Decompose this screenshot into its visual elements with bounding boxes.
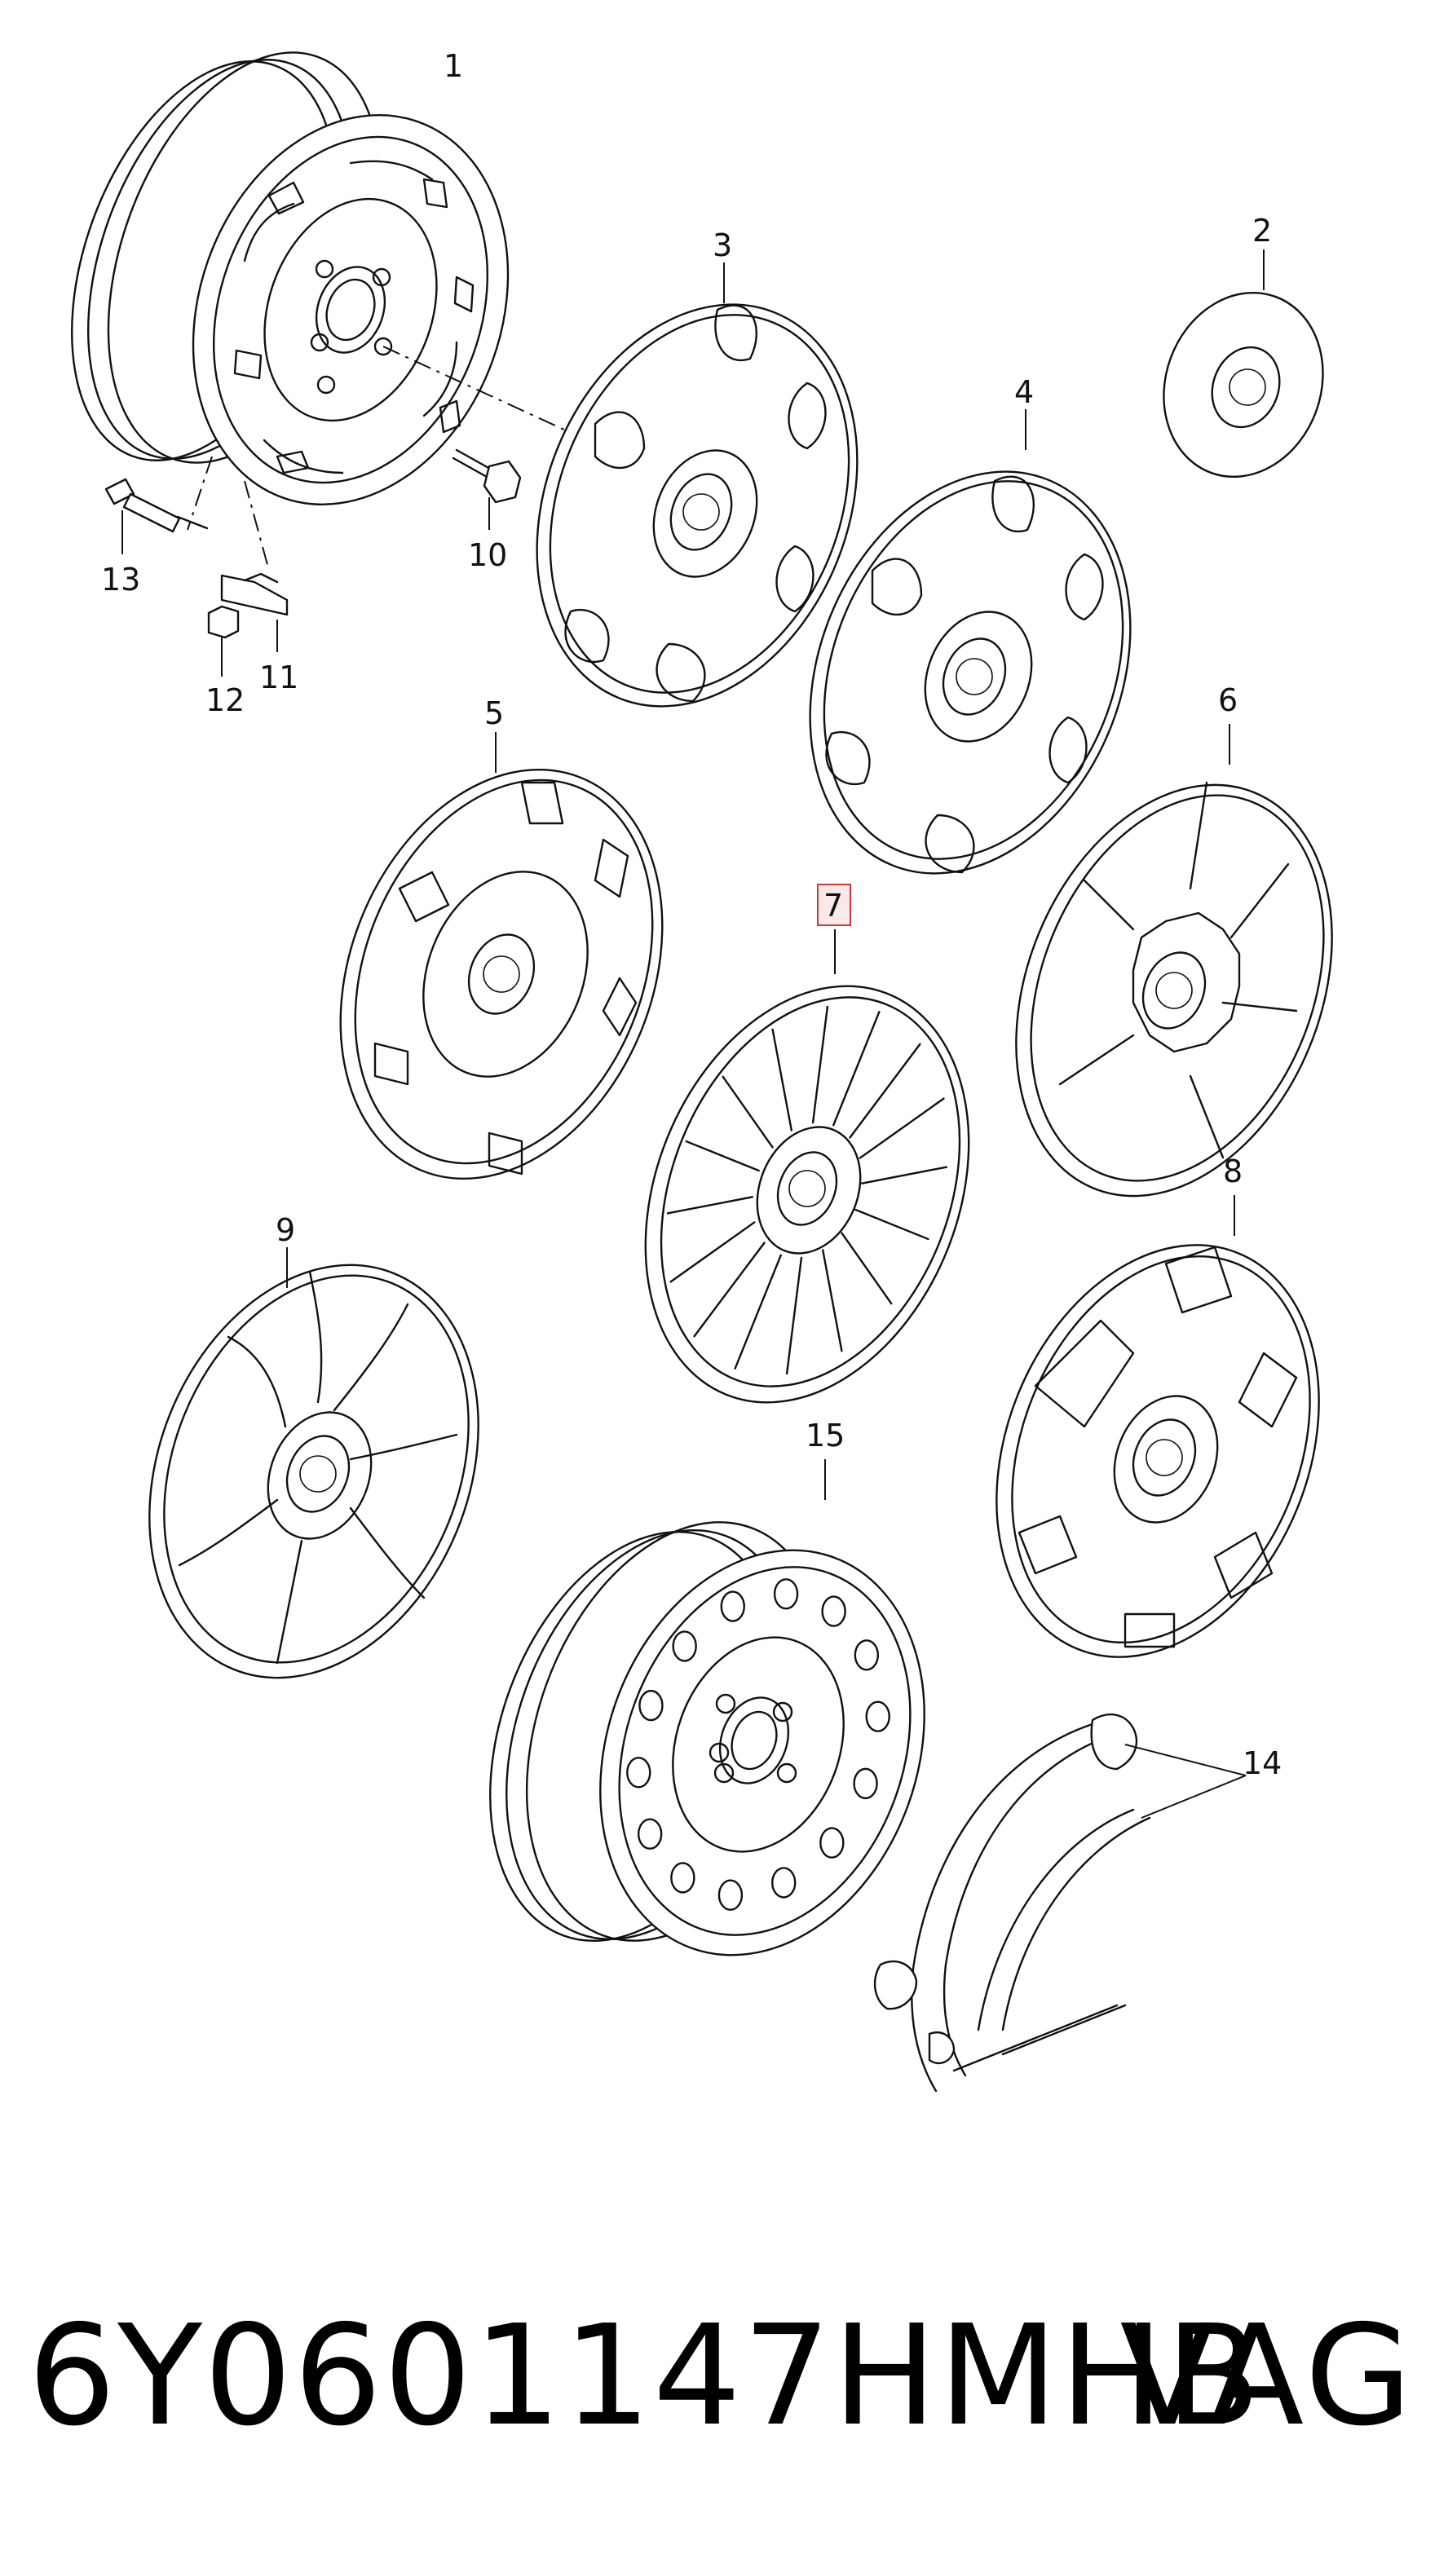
wheel-cover-8 <box>996 1195 1320 1658</box>
callout-4: 4 <box>1014 374 1034 410</box>
cover-7-spoke <box>854 1208 929 1241</box>
sensor-nut-12 <box>207 605 240 677</box>
wheel-cover-3 <box>536 262 859 708</box>
wheel-cover-6 <box>1015 724 1333 1198</box>
callout-13: 13 <box>101 562 140 598</box>
exploded-parts-diagram: 1 2 3 4 5 6 7 8 9 10 11 12 13 14 15 <box>71 48 1333 2093</box>
wheel-15-vent-hole <box>637 1818 663 1850</box>
cover-7-spoke <box>669 1221 756 1283</box>
cover-7-spoke <box>771 1028 793 1131</box>
callout-9: 9 <box>276 1212 295 1248</box>
callout-11: 11 <box>259 659 298 695</box>
tire-valve-13 <box>104 478 209 554</box>
wheel-15-vent-hole <box>771 1867 797 1899</box>
cover-7-spoke <box>722 1075 774 1149</box>
retaining-clip-14 <box>873 1714 1247 2093</box>
callout-7-highlight <box>817 884 851 926</box>
cover-7-spoke <box>734 1254 782 1370</box>
footer: 6Y0601147HMHB VAG <box>0 2274 1448 2478</box>
cover-7-spoke <box>693 1242 766 1338</box>
callout-10: 10 <box>468 537 507 573</box>
cover-7-spoke <box>785 1256 803 1375</box>
cover-7-spoke <box>685 1140 760 1172</box>
wheel-15-vent-hole <box>720 1590 745 1622</box>
center-cap-2 <box>1163 249 1324 479</box>
cover-7-spoke <box>841 1232 893 1305</box>
wheel-cover-7 <box>644 929 970 1404</box>
cover-7-spoke <box>859 1097 945 1159</box>
callout-3: 3 <box>713 227 732 263</box>
wheel-cover-9 <box>148 1247 479 1679</box>
cover-7-spoke <box>849 1043 921 1139</box>
part-number: 6Y0601147HMHB <box>28 2296 1263 2457</box>
callout-15: 15 <box>806 1418 845 1453</box>
wheel-15-vent-hole <box>670 1862 695 1894</box>
wheel-15-vent-hole <box>626 1757 651 1789</box>
pressure-sensor-11 <box>220 572 289 652</box>
wheel-15-vent-hole <box>819 1827 845 1859</box>
wheel-15-vent-hole <box>672 1630 697 1662</box>
cover-7-spoke <box>811 1005 829 1124</box>
steel-wheel-1 <box>71 51 588 571</box>
callout-5: 5 <box>484 695 504 731</box>
wheel-15-vent-hole <box>854 1639 880 1671</box>
wheel-15-vent-hole <box>638 1689 664 1722</box>
wheel-bolt-10 <box>452 448 522 530</box>
callout-8: 8 <box>1223 1153 1243 1189</box>
wheel-cover-4 <box>809 409 1132 875</box>
callout-6: 6 <box>1218 682 1238 718</box>
wheel-15-vent-hole <box>717 1879 744 1911</box>
cover-7-spoke <box>832 1010 881 1127</box>
callout-1: 1 <box>444 48 463 84</box>
callout-12: 12 <box>205 682 245 718</box>
callout-2: 2 <box>1252 213 1272 249</box>
steel-wheel-15 <box>489 1459 925 1956</box>
cover-7-spoke <box>860 1166 948 1184</box>
wheel-15-vent-hole <box>773 1578 799 1610</box>
cover-7-spoke <box>821 1249 843 1352</box>
wheel-cover-5 <box>339 732 664 1180</box>
cover-7-spoke <box>666 1196 754 1215</box>
callout-7: 7 <box>823 888 843 924</box>
callout-14: 14 <box>1243 1745 1282 1781</box>
manufacturer: VAG <box>1119 2296 1415 2457</box>
wheel-15-vent-hole <box>853 1767 878 1800</box>
wheel-15-vent-hole <box>865 1700 890 1732</box>
wheel-15-vent-hole <box>821 1595 846 1627</box>
